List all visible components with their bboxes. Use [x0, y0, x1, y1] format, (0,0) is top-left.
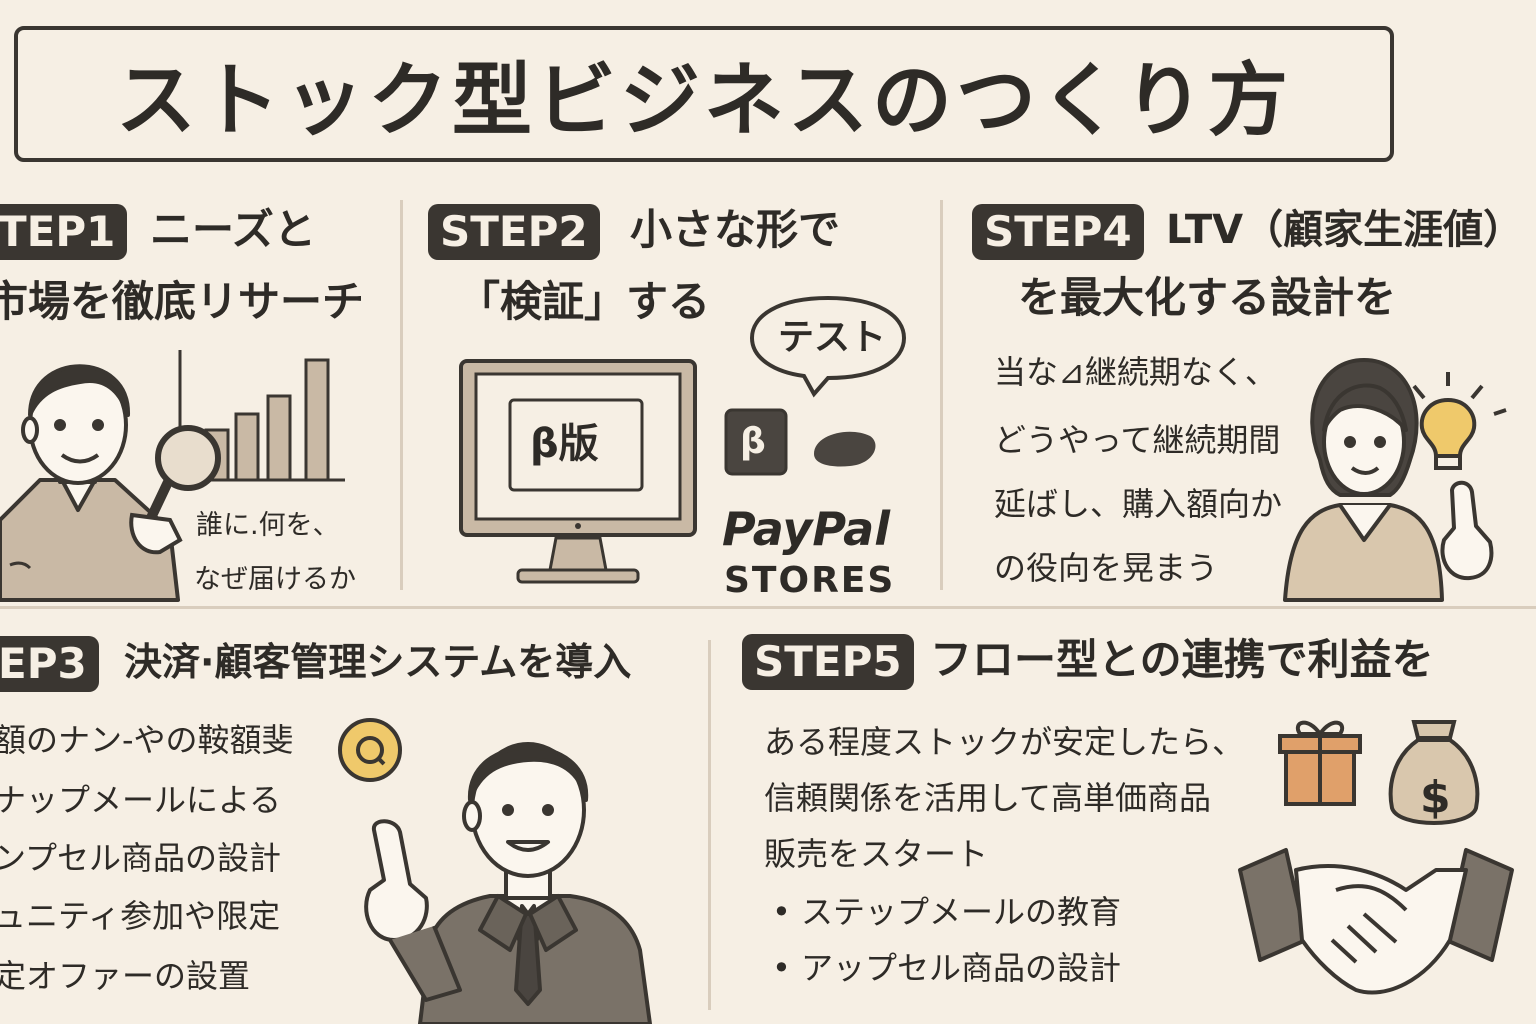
coin-icon: [814, 431, 876, 467]
step4-line-4: の役向を晃まう: [994, 549, 1219, 587]
step1-badge: TEP1: [0, 204, 128, 260]
step5-heading: フロー型との連携で利益を: [930, 635, 1434, 684]
divider-col1: [400, 200, 403, 590]
step4-illustration: [1283, 358, 1507, 602]
businessman-person: [364, 742, 652, 1024]
step2-heading-1: 小さな形で: [630, 205, 841, 254]
divider-bottom: [708, 640, 711, 1010]
step3-line-5: 定オファーの設置: [0, 957, 251, 995]
step1-heading-2: 市場を徹底リサーチ: [0, 277, 365, 326]
step4-badge: STEP4: [972, 204, 1144, 260]
step3-line-2: ナップメールによる: [0, 781, 282, 819]
handshake-icon: [1238, 848, 1514, 995]
step5-line-1: ある程度ストックが安定したら、: [764, 723, 1245, 761]
beta-app-icon: [724, 408, 788, 476]
title-banner: ストック型ビジネスのつくり方: [14, 26, 1394, 162]
step5-badge: STEP5: [742, 634, 914, 690]
step1-caption-2: なぜ届けるか: [194, 564, 356, 595]
woman-person: [1283, 358, 1494, 602]
money-bag-icon: [1388, 720, 1480, 825]
step4-line-1: 当な⊿継続期なく、: [994, 353, 1277, 391]
magnifier-icon: [129, 425, 221, 555]
step3-line-3: ンプセル商品の設計: [0, 839, 282, 877]
divider-row: [0, 606, 1536, 609]
divider-col2: [940, 200, 943, 590]
step5-bullet-2: • アップセル商品の設計: [772, 949, 1122, 987]
test-bubble-text: テスト: [778, 317, 887, 358]
step5-line-3: 販売をスタート: [764, 835, 989, 873]
step4-heading-1: LTV（顧家生涯値）: [1166, 207, 1524, 253]
beta-app-label: β: [740, 421, 766, 462]
paypal-logo: PayPal: [722, 502, 890, 556]
stores-logo: STORES: [724, 560, 896, 601]
step3-badge: EP3: [0, 636, 99, 692]
page-title: ストック型ビジネスのつくり方: [116, 54, 1292, 147]
beta-screen-label: β版: [530, 421, 599, 467]
monitor-icon: [459, 359, 697, 584]
dollar-sign: $: [1420, 772, 1451, 823]
step1-illustration: [0, 350, 345, 602]
lightbulb-icon: [1412, 372, 1507, 470]
step3-line-1: 額のナン-やの鞍額斐: [0, 721, 294, 759]
step5-bullet-1: • ステップメールの教育: [772, 893, 1122, 931]
speech-bubble-icon: [749, 295, 907, 398]
step3-illustration: [338, 718, 652, 1024]
step4-line-3: 延ばし、購入額向か: [994, 485, 1283, 523]
step3-line-4: ュニティ参加や限定: [0, 897, 281, 935]
step1-caption-1: 誰に.何を、: [196, 510, 340, 541]
step4-heading-2: を最大化する設計を: [1018, 273, 1397, 322]
step4-line-2: どうやって継続期間: [994, 421, 1281, 459]
researcher-person: [0, 364, 180, 602]
step3-heading: 決済·顧客管理システムを導入: [124, 640, 632, 684]
step2-badge: STEP2: [428, 204, 600, 260]
step5-line-2: 信頼関係を活用して高単価商品: [764, 779, 1212, 817]
coin-icon: [338, 718, 402, 782]
step2-heading-2: 「検証」する: [458, 277, 711, 326]
gift-icon: [1278, 720, 1362, 806]
step1-heading-1: ニーズと: [150, 205, 316, 254]
